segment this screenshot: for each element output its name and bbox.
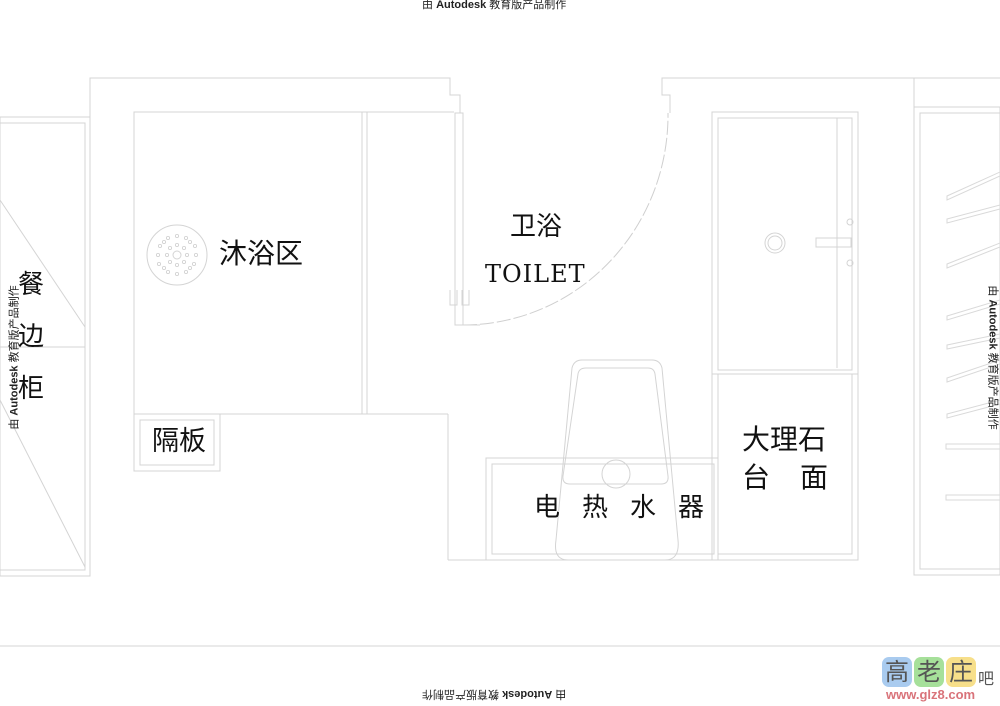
autodesk-watermark-right: 由 Autodesk 教育版产品制作 [986, 285, 999, 430]
logo-tile-1: 高 [882, 657, 912, 687]
toilet-door [449, 112, 669, 326]
logo-tile-2: 老 [914, 657, 944, 687]
toilet-label-cn: 卫浴 [510, 212, 563, 242]
marble-counter-label-line2: 台 面 [742, 461, 829, 494]
right-wardrobe [913, 106, 1000, 576]
shower-zone [133, 111, 454, 560]
toilet-fixture [555, 359, 679, 561]
toilet-label-en: TOILET [485, 260, 586, 288]
logo-url: www.glz8.com [886, 687, 976, 702]
sideboard-cabinet [0, 116, 91, 577]
partition-label: 隔板 [152, 426, 206, 457]
shower-zone-label: 沐浴区 [219, 237, 304, 270]
marble-counter-label-line1: 大理石 [742, 423, 827, 456]
shower-head-icon [146, 224, 208, 286]
water-heater-label: 电 热 水 器 [534, 493, 705, 523]
logo-suffix: 吧 [978, 669, 995, 688]
sideboard-label: 餐 边 柜 [18, 270, 45, 404]
logo-tile-3: 庄 [946, 657, 976, 687]
autodesk-watermark-top: 由 Autodesk 教育版产品制作 [422, 0, 567, 11]
glz8-logo: 高 老 庄 吧 www.glz8.com [880, 655, 998, 703]
autodesk-watermark-bottom: 由 Autodesk 教育版产品制作 [422, 688, 567, 700]
wall-outline [89, 77, 1000, 117]
right-door-panel [711, 111, 859, 561]
partition-panel [133, 413, 221, 472]
